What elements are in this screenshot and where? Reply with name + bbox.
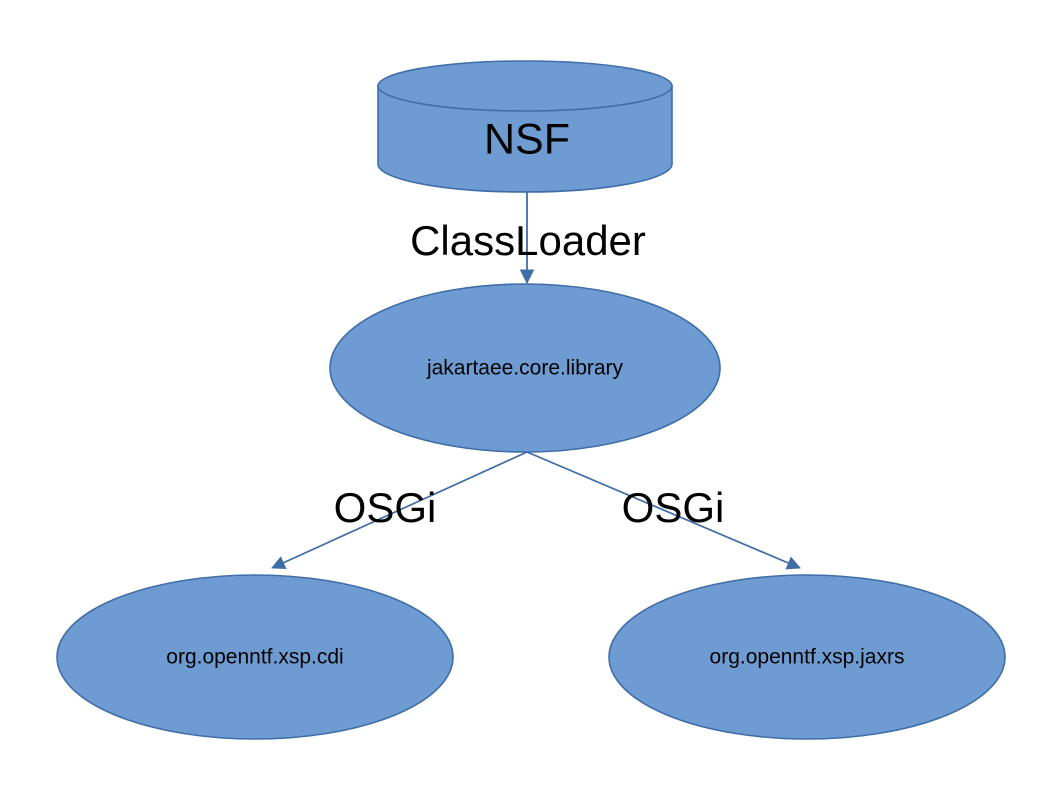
node-label-jakartaee-core-library: jakartaee.core.library [426,357,624,380]
node-label-xsp-cdi: org.openntf.xsp.cdi [166,646,343,669]
edge-line-library-to-cdi [271,451,528,569]
node-nsf[interactable]: NSF [377,60,673,193]
edge-line-library-to-jaxrs [526,451,801,570]
node-label-xsp-jaxrs: org.openntf.xsp.jaxrs [710,646,905,669]
node-xsp-cdi[interactable]: org.openntf.xsp.cdi [56,574,454,740]
node-jakartaee-core-library[interactable]: jakartaee.core.library [329,283,721,453]
xsp-jaxrs-ellipse [608,574,1006,740]
node-xsp-jaxrs[interactable]: org.openntf.xsp.jaxrs [608,574,1006,740]
edge-label-osgi-left: OSGi [334,484,437,531]
nsf-cylinder-top [377,60,673,112]
edge-label-classloader: ClassLoader [410,217,646,264]
edge-label-osgi-right: OSGi [622,484,725,531]
xsp-cdi-ellipse [56,574,454,740]
edge-library-to-cdi [271,451,528,569]
node-label-nsf: NSF [484,115,570,163]
jakartaee-core-library-ellipse [329,283,721,453]
nsf-cylinder-body [377,85,673,193]
edge-library-to-jaxrs [526,451,801,570]
